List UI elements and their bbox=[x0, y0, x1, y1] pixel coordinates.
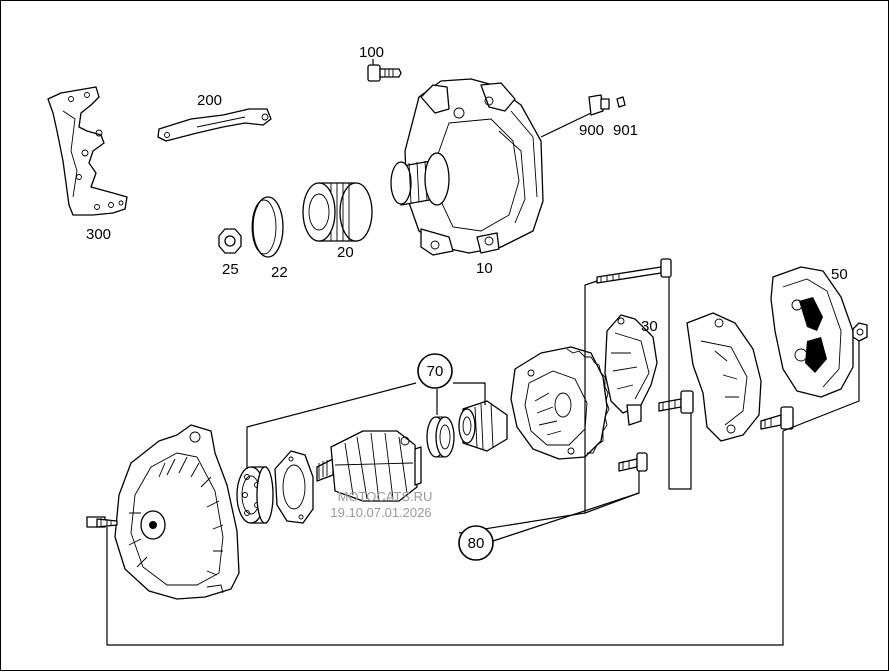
rectifier[interactable] bbox=[686, 312, 762, 442]
part-number-300: 300 bbox=[86, 226, 111, 243]
watermark-date: 19.10.07.01.2026 bbox=[330, 505, 431, 520]
bracket-strip-200[interactable] bbox=[157, 108, 272, 142]
drive-end-housing[interactable] bbox=[114, 424, 240, 600]
nut-25[interactable] bbox=[218, 228, 242, 254]
rotor[interactable] bbox=[316, 430, 422, 502]
pulley-20[interactable] bbox=[302, 182, 373, 242]
rear-cover-50[interactable] bbox=[770, 266, 854, 398]
regulator-screw[interactable] bbox=[618, 452, 648, 472]
cover-screw[interactable] bbox=[760, 406, 794, 430]
watermark-site: MOTOCATS.RU bbox=[338, 489, 433, 504]
ball-bearing-front[interactable] bbox=[236, 466, 274, 524]
voltage-regulator-30[interactable] bbox=[604, 314, 658, 426]
bolt-100[interactable] bbox=[367, 59, 402, 82]
slip-ring-end-housing[interactable] bbox=[510, 346, 610, 460]
part-number-80: 80 bbox=[468, 535, 485, 552]
rear-bearing[interactable] bbox=[426, 416, 455, 458]
mounting-bracket-300[interactable] bbox=[47, 86, 128, 216]
slip-ring-cap[interactable] bbox=[458, 400, 508, 452]
tie-bolt[interactable] bbox=[596, 258, 672, 284]
part-number-20: 20 bbox=[337, 244, 354, 261]
callout-70: 70 bbox=[417, 353, 453, 389]
part-number-22: 22 bbox=[271, 264, 288, 281]
connector-plug-900[interactable] bbox=[588, 94, 610, 116]
washer-disc-22[interactable] bbox=[251, 196, 284, 258]
part-number-901: 901 bbox=[613, 122, 638, 139]
retaining-plate[interactable] bbox=[274, 450, 314, 524]
protective-cap-901[interactable] bbox=[616, 96, 626, 108]
part-number-10: 10 bbox=[476, 260, 493, 277]
part-number-30: 30 bbox=[641, 318, 658, 335]
terminal-nut[interactable] bbox=[852, 322, 868, 342]
rectifier-screw[interactable] bbox=[658, 390, 694, 414]
housing-screw[interactable] bbox=[86, 516, 118, 528]
part-number-70: 70 bbox=[427, 363, 444, 380]
part-number-900: 900 bbox=[579, 122, 604, 139]
part-number-200: 200 bbox=[197, 92, 222, 109]
alternator-assembly-10[interactable] bbox=[390, 78, 544, 256]
part-number-50: 50 bbox=[831, 266, 848, 283]
part-number-25: 25 bbox=[222, 261, 239, 278]
part-number-100: 100 bbox=[359, 44, 384, 61]
callout-80: 80 bbox=[458, 525, 494, 561]
